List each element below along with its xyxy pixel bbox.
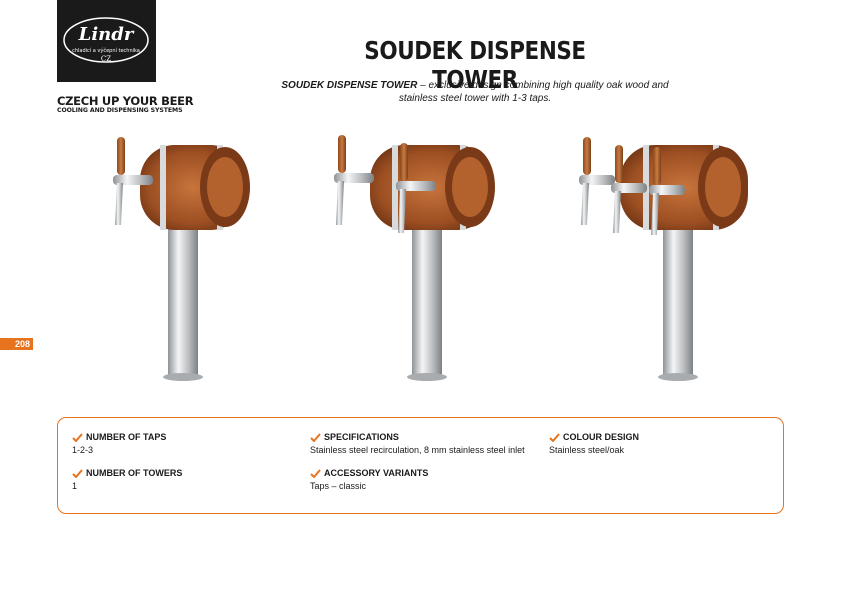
spec-taps-label: NUMBER OF TAPS bbox=[86, 432, 167, 442]
brand-block: CZECH UP YOUR BEER COOLING AND DISPENSIN… bbox=[57, 95, 207, 115]
check-icon bbox=[72, 468, 83, 478]
spec-colour-value: Stainless steel/oak bbox=[549, 445, 625, 455]
check-icon bbox=[310, 468, 321, 478]
spec-accessory-label: ACCESSORY VARIANTS bbox=[324, 468, 429, 478]
svg-text:CZ: CZ bbox=[101, 55, 111, 63]
check-icon bbox=[72, 432, 83, 442]
spec-taps-value: 1-2-3 bbox=[72, 445, 94, 455]
spec-specifications: SPECIFICATIONS Stainless steel recircula… bbox=[310, 432, 525, 455]
spec-specifications-label: SPECIFICATIONS bbox=[324, 432, 399, 442]
spec-towers-label: NUMBER OF TOWERS bbox=[86, 468, 183, 478]
brand-subslogan: COOLING AND DISPENSING SYSTEMS bbox=[57, 107, 183, 114]
page-number: 208 bbox=[0, 338, 33, 350]
lindr-logo: Lindr chladicí a výčepní technika CZ bbox=[57, 0, 156, 82]
intro-text: SOUDEK DISPENSE TOWER – exclusive design… bbox=[270, 79, 680, 105]
brand-slogan: CZECH UP YOUR BEER bbox=[57, 94, 194, 108]
spec-towers-value: 1 bbox=[72, 481, 78, 491]
spec-colour-label: COLOUR DESIGN bbox=[563, 432, 640, 442]
check-icon bbox=[549, 432, 560, 442]
intro-rest: – exclusive design combining high qualit… bbox=[398, 80, 669, 104]
svg-text:Lindr: Lindr bbox=[78, 24, 135, 45]
spec-specifications-value: Stainless steel recirculation, 8 mm stai… bbox=[310, 445, 525, 455]
check-icon bbox=[310, 432, 321, 442]
intro-bold: SOUDEK DISPENSE TOWER bbox=[281, 80, 418, 91]
product-tower-1-tap bbox=[113, 137, 250, 381]
spec-accessory-value: Taps – classic bbox=[310, 481, 367, 491]
svg-text:chladicí a výčepní technika: chladicí a výčepní technika bbox=[72, 47, 140, 54]
spec-taps: NUMBER OF TAPS 1-2-3 bbox=[72, 432, 166, 455]
spec-colour: COLOUR DESIGN Stainless steel/oak bbox=[549, 432, 639, 455]
page-title: SOUDEK DISPENSE TOWER bbox=[364, 36, 586, 94]
spec-towers: NUMBER OF TOWERS 1 bbox=[72, 468, 182, 491]
spec-accessory: ACCESSORY VARIANTS Taps – classic bbox=[310, 468, 428, 491]
product-tower-2-taps bbox=[334, 135, 495, 381]
spec-box: NUMBER OF TAPS 1-2-3 NUMBER OF TOWERS 1 … bbox=[57, 417, 784, 514]
product-tower-3-taps bbox=[579, 137, 748, 381]
